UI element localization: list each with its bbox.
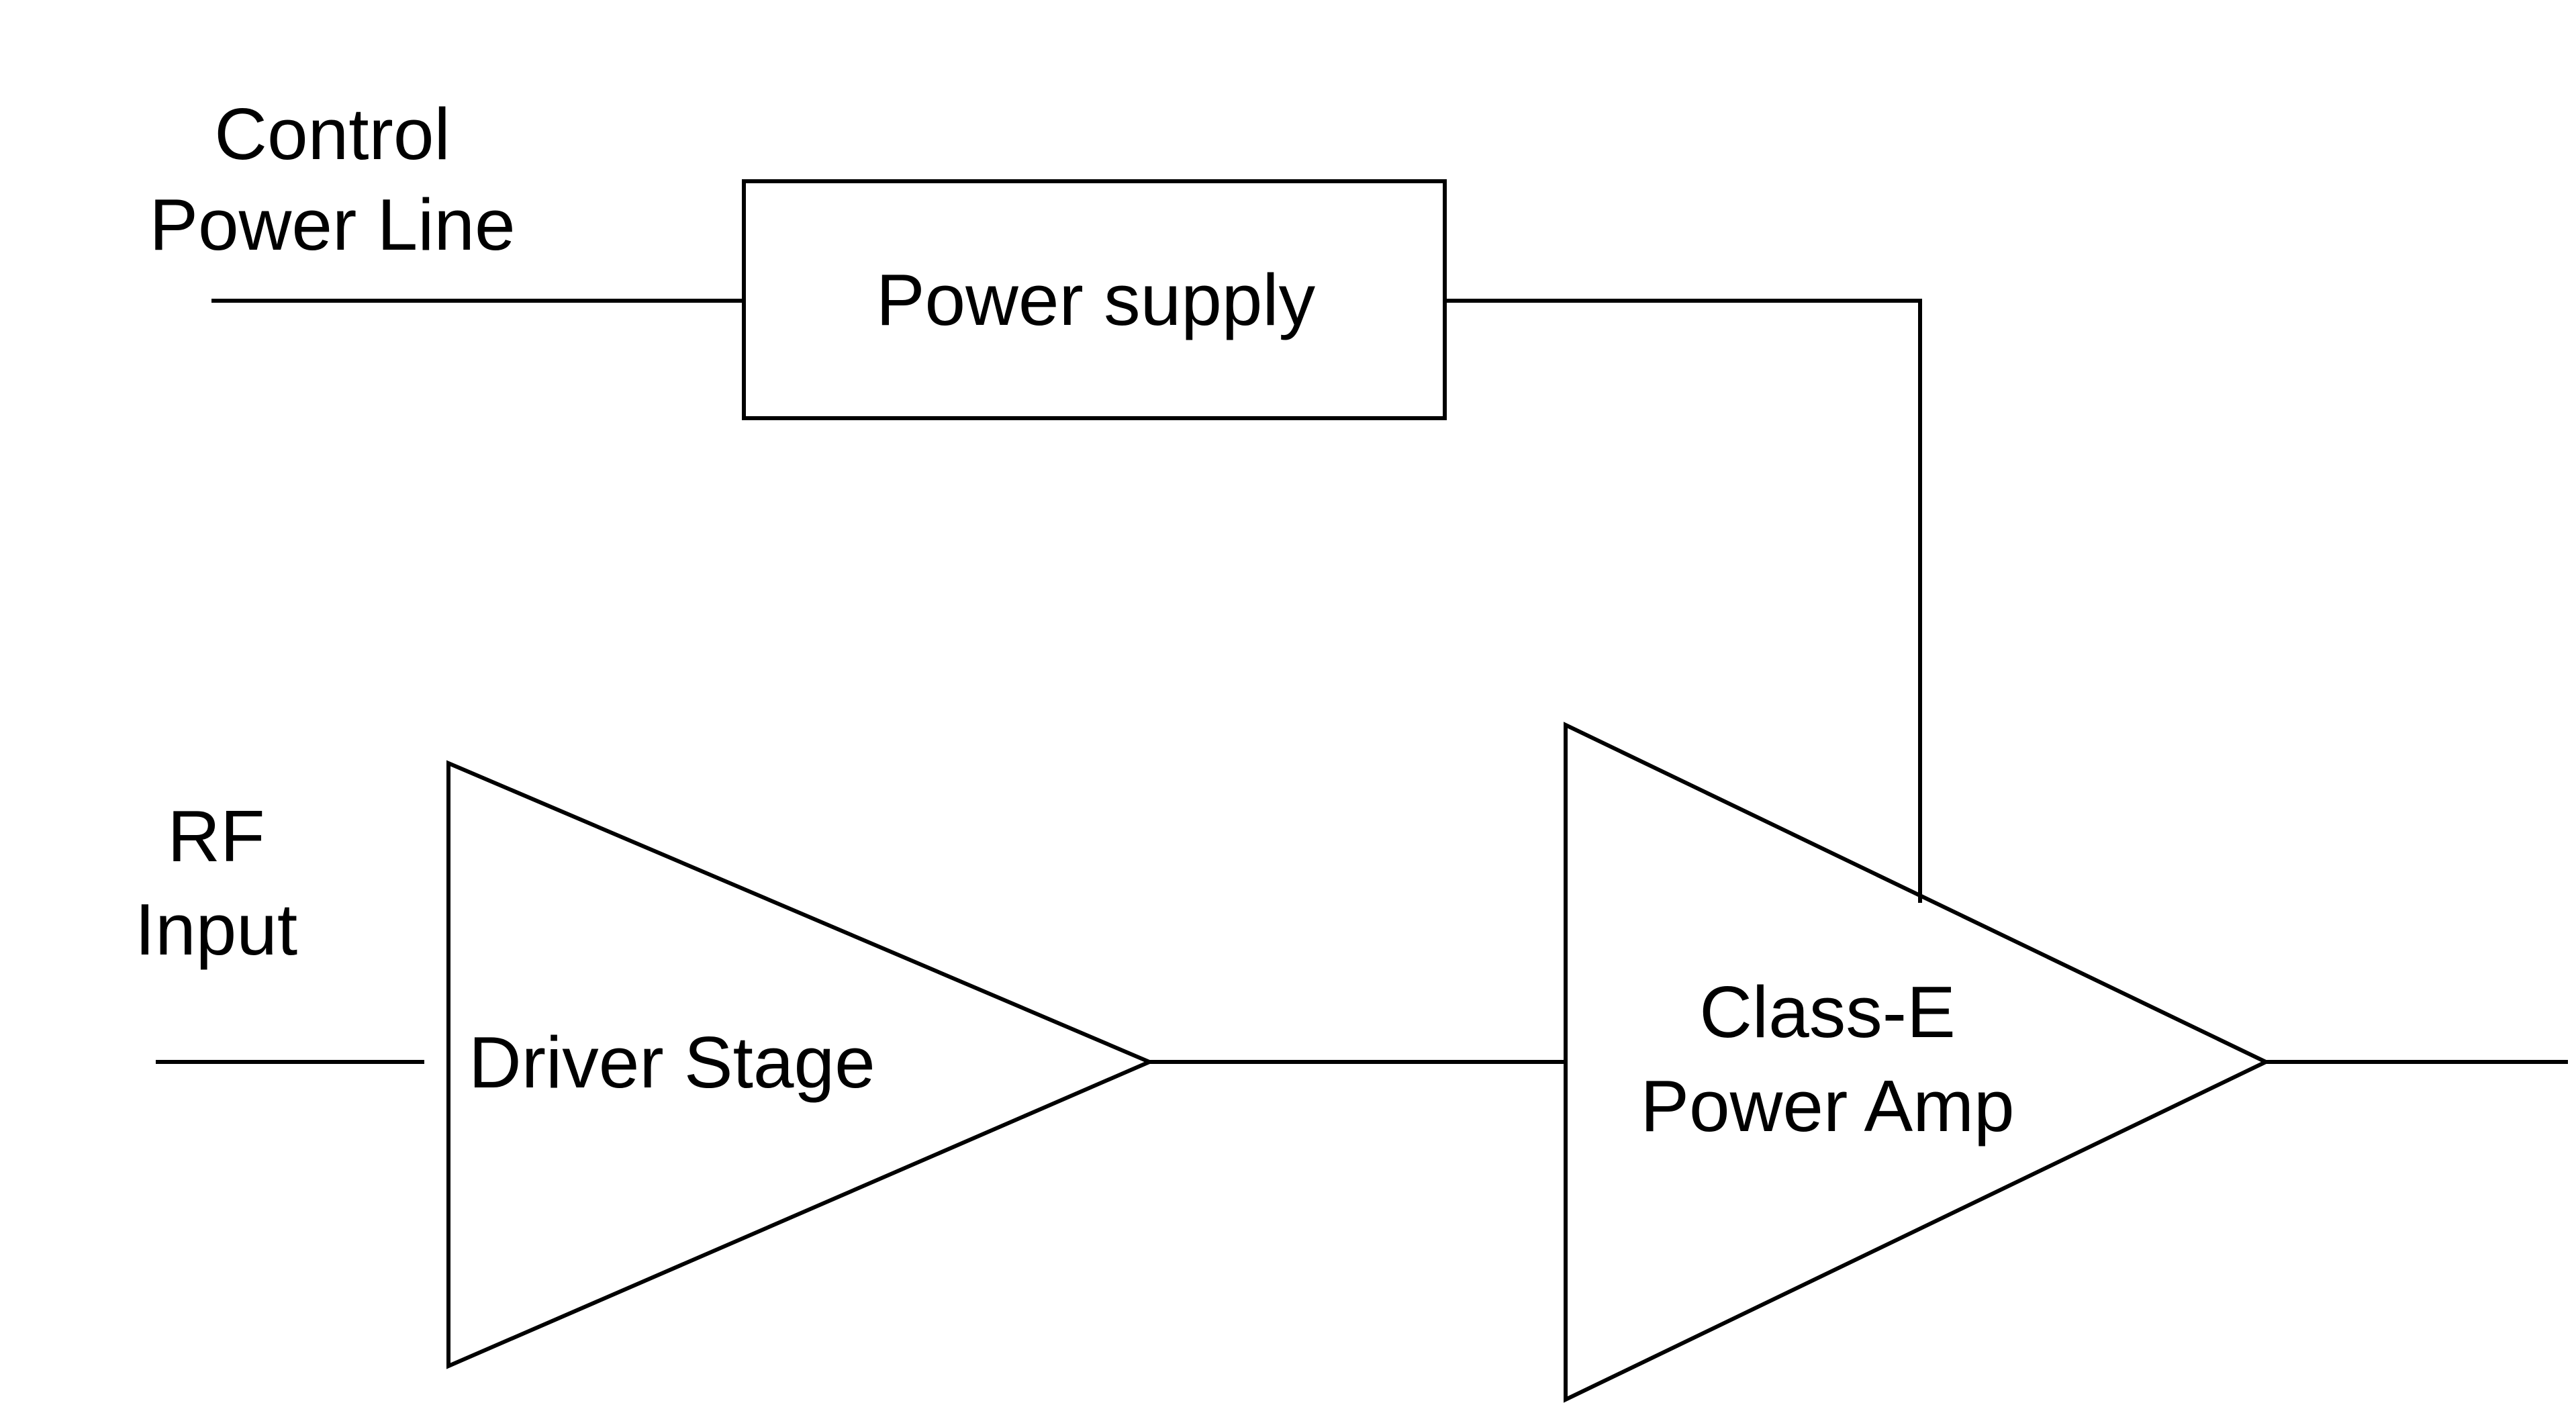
- class-e-power-amplifier: [1564, 722, 2271, 1403]
- class-e-label-2: Power Amp: [1640, 1065, 2014, 1147]
- power-supply-label: Power supply: [876, 259, 1316, 341]
- driver-stage-label: Driver Stage: [469, 1022, 875, 1104]
- power-supply-block: [742, 179, 1447, 420]
- rf-input-label: RF: [167, 795, 265, 877]
- class-e-label: Class-E: [1699, 971, 1956, 1053]
- supply-to-amp-wire: [1445, 299, 1922, 899]
- control-power-line-label: Control: [214, 93, 450, 175]
- driver-stage-amplifier: [446, 760, 1155, 1369]
- rf-input-label-2: Input: [135, 889, 297, 971]
- control-power-line-label-2: Power Line: [149, 184, 515, 266]
